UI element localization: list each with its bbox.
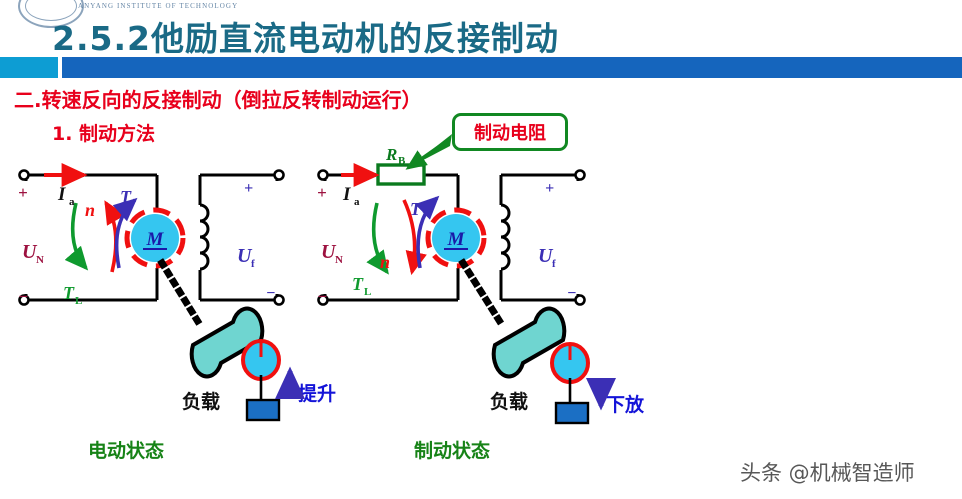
- current-label-right: I: [342, 184, 351, 205]
- state-label-right: 制动状态: [414, 440, 491, 462]
- field-voltage-sub-right: f: [552, 258, 556, 270]
- field-plus-left: +: [244, 180, 253, 197]
- torque-label-right: T: [410, 199, 422, 219]
- load-torque-sub-right: L: [364, 286, 371, 298]
- minus-sign-right: −: [317, 287, 327, 306]
- terminal-top-left: [18, 169, 30, 181]
- plus-sign-left: +: [18, 183, 28, 202]
- drum-left: [189, 306, 281, 422]
- field-minus-left: −: [266, 285, 276, 302]
- supply-voltage-right: U: [321, 241, 337, 263]
- field-voltage-left: U: [237, 245, 253, 267]
- terminal-field-top-left: [273, 169, 285, 181]
- braking-resistor: [376, 163, 426, 186]
- direction-label-left: 提升: [298, 383, 337, 405]
- load-torque-label-right: T: [352, 274, 364, 294]
- torque-arrow-right: [414, 195, 440, 269]
- plus-sign-right: +: [317, 183, 327, 202]
- speed-arrow-left: [104, 200, 126, 273]
- terminal-field-bottom-right: [574, 294, 586, 306]
- field-voltage-right: U: [538, 245, 554, 267]
- circuit-motoring: M + − U N I a n T T L + U f −: [18, 163, 305, 422]
- circuit-braking: R B M: [317, 134, 616, 425]
- terminal-field-top-right: [574, 169, 586, 181]
- minus-sign-left: −: [18, 287, 28, 306]
- header-bar-accent: [0, 57, 58, 78]
- field-voltage-sub-left: f: [251, 258, 255, 270]
- resistor-label-sub: B: [398, 155, 406, 167]
- motor-ring-right: [425, 207, 487, 269]
- speed-label-right: n: [380, 252, 390, 272]
- shaft-right: [458, 258, 507, 330]
- resistor-label: R: [385, 145, 397, 164]
- header-bar-main: [62, 57, 962, 78]
- torque-arrow-left: [112, 197, 138, 269]
- load-torque-label-left: T: [63, 283, 75, 303]
- speed-arrow-right: [402, 199, 427, 276]
- weight-left: [245, 398, 281, 422]
- terminal-field-bottom-left: [273, 294, 285, 306]
- slide-title: 2.5.2他励直流电动机的反接制动: [52, 19, 559, 58]
- header-divider-bar: [0, 57, 962, 78]
- field-winding-left: [198, 173, 279, 302]
- supply-voltage-left: U: [22, 241, 38, 263]
- field-minus-right: −: [567, 285, 577, 302]
- current-label-sub-left: a: [69, 196, 75, 208]
- terminal-bottom-right: [317, 294, 329, 306]
- supply-voltage-sub-left: N: [36, 254, 44, 266]
- motor-left: M: [124, 207, 186, 269]
- load-torque-arrow-right: [366, 202, 389, 275]
- terminal-bottom-left: [18, 294, 30, 306]
- drum-body-right: [491, 306, 567, 379]
- supply-voltage-sub-right: N: [335, 254, 343, 266]
- callout-label: 制动电阻: [474, 123, 546, 144]
- load-label-left: 负载: [182, 391, 221, 413]
- university-name-english: ANYANG INSTITUTE OF TECHNOLOGY: [78, 2, 239, 10]
- drum-right: [491, 306, 590, 425]
- weight-right: [554, 401, 590, 425]
- current-label-left: I: [57, 184, 66, 205]
- watermark: 头条 @机械智造师: [740, 461, 915, 485]
- field-plus-right: +: [545, 180, 554, 197]
- torque-label-left: T: [120, 187, 132, 207]
- current-label-sub-right: a: [354, 196, 360, 208]
- motor-ring-left: [124, 207, 186, 269]
- method-heading: 1. 制动方法: [52, 123, 156, 145]
- shaft-left: [157, 258, 205, 330]
- section-subtitle: 二.转速反向的反接制动（倒拉反转制动运行）: [14, 88, 422, 112]
- load-torque-sub-left: L: [75, 295, 82, 307]
- field-winding-right: [499, 173, 580, 302]
- speed-label-left: n: [85, 200, 95, 220]
- braking-resistor-callout: 制动电阻: [452, 113, 568, 151]
- load-torque-arrow-left: [64, 202, 89, 271]
- motor-label-left: M: [146, 229, 165, 250]
- motor-right: M: [425, 207, 487, 269]
- callout-pointer-fill: [410, 134, 452, 167]
- load-label-right: 负载: [490, 391, 529, 413]
- state-label-left: 电动状态: [88, 440, 165, 462]
- terminal-top-right: [317, 169, 329, 181]
- motor-label-right: M: [447, 229, 466, 250]
